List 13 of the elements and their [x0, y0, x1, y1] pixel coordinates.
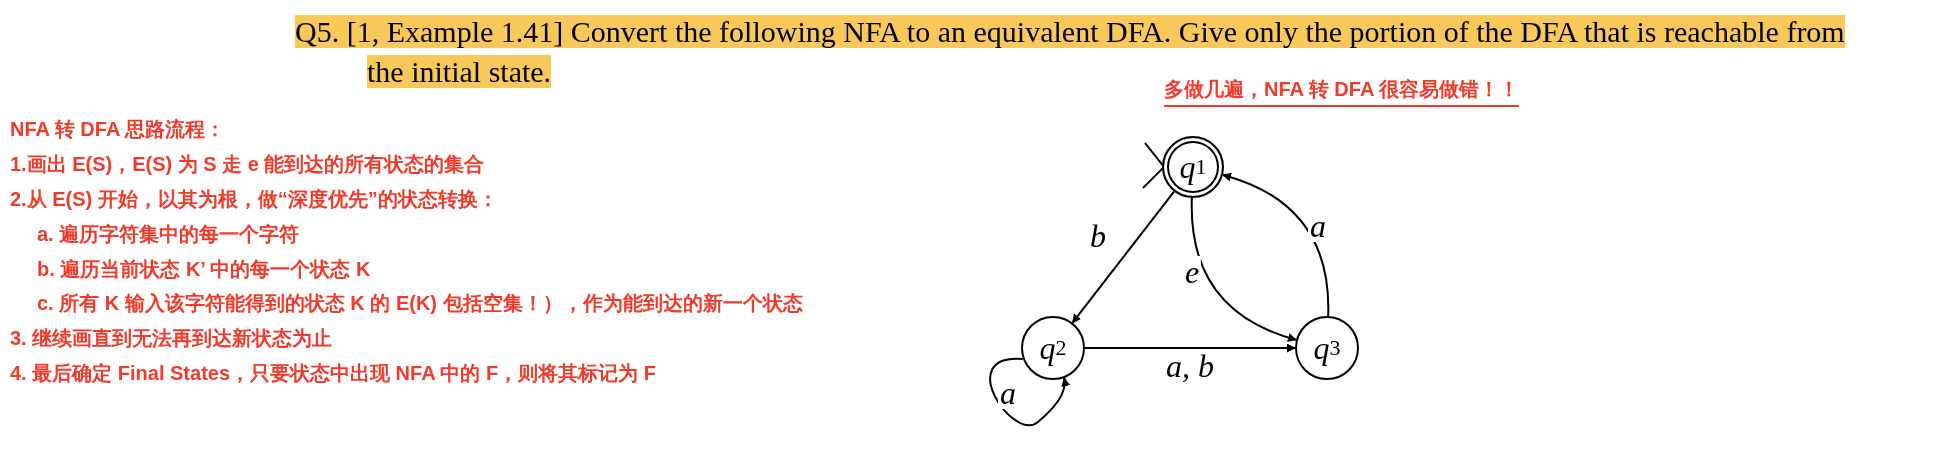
transition-arrow	[1084, 343, 1296, 353]
heading-text: NFA 转 DFA 思路流程：	[10, 117, 226, 142]
transition-arrow	[1190, 197, 1298, 342]
step-text: 1.画出 E(S)，E(S) 为 S 走 e 能到达的所有状态的集合	[10, 152, 485, 177]
substep-text: b. 遍历当前状态 K’ 中的每一个状态 K	[37, 257, 371, 282]
step-text: 4. 最后确定 Final States，只要状态中出现 NFA 中的 F，则将其标记为 F	[10, 361, 656, 386]
substep-text: c. 所有 K 输入该字符能得到的状态 K 的 E(K) 包括空集！），作为能到达的新一个状态	[37, 291, 803, 316]
transition-arrow	[989, 357, 1070, 427]
substep-text: a. 遍历字符集中的每一个字符	[37, 222, 300, 247]
transition-arrow	[1071, 190, 1176, 324]
transition-arrow	[1221, 173, 1330, 317]
step-text: 3. 继续画直到无法再到达新状态为止	[10, 326, 333, 351]
step-text: 2.从 E(S) 开始，以其为根，做“深度优先”的状态转换：	[10, 187, 498, 212]
